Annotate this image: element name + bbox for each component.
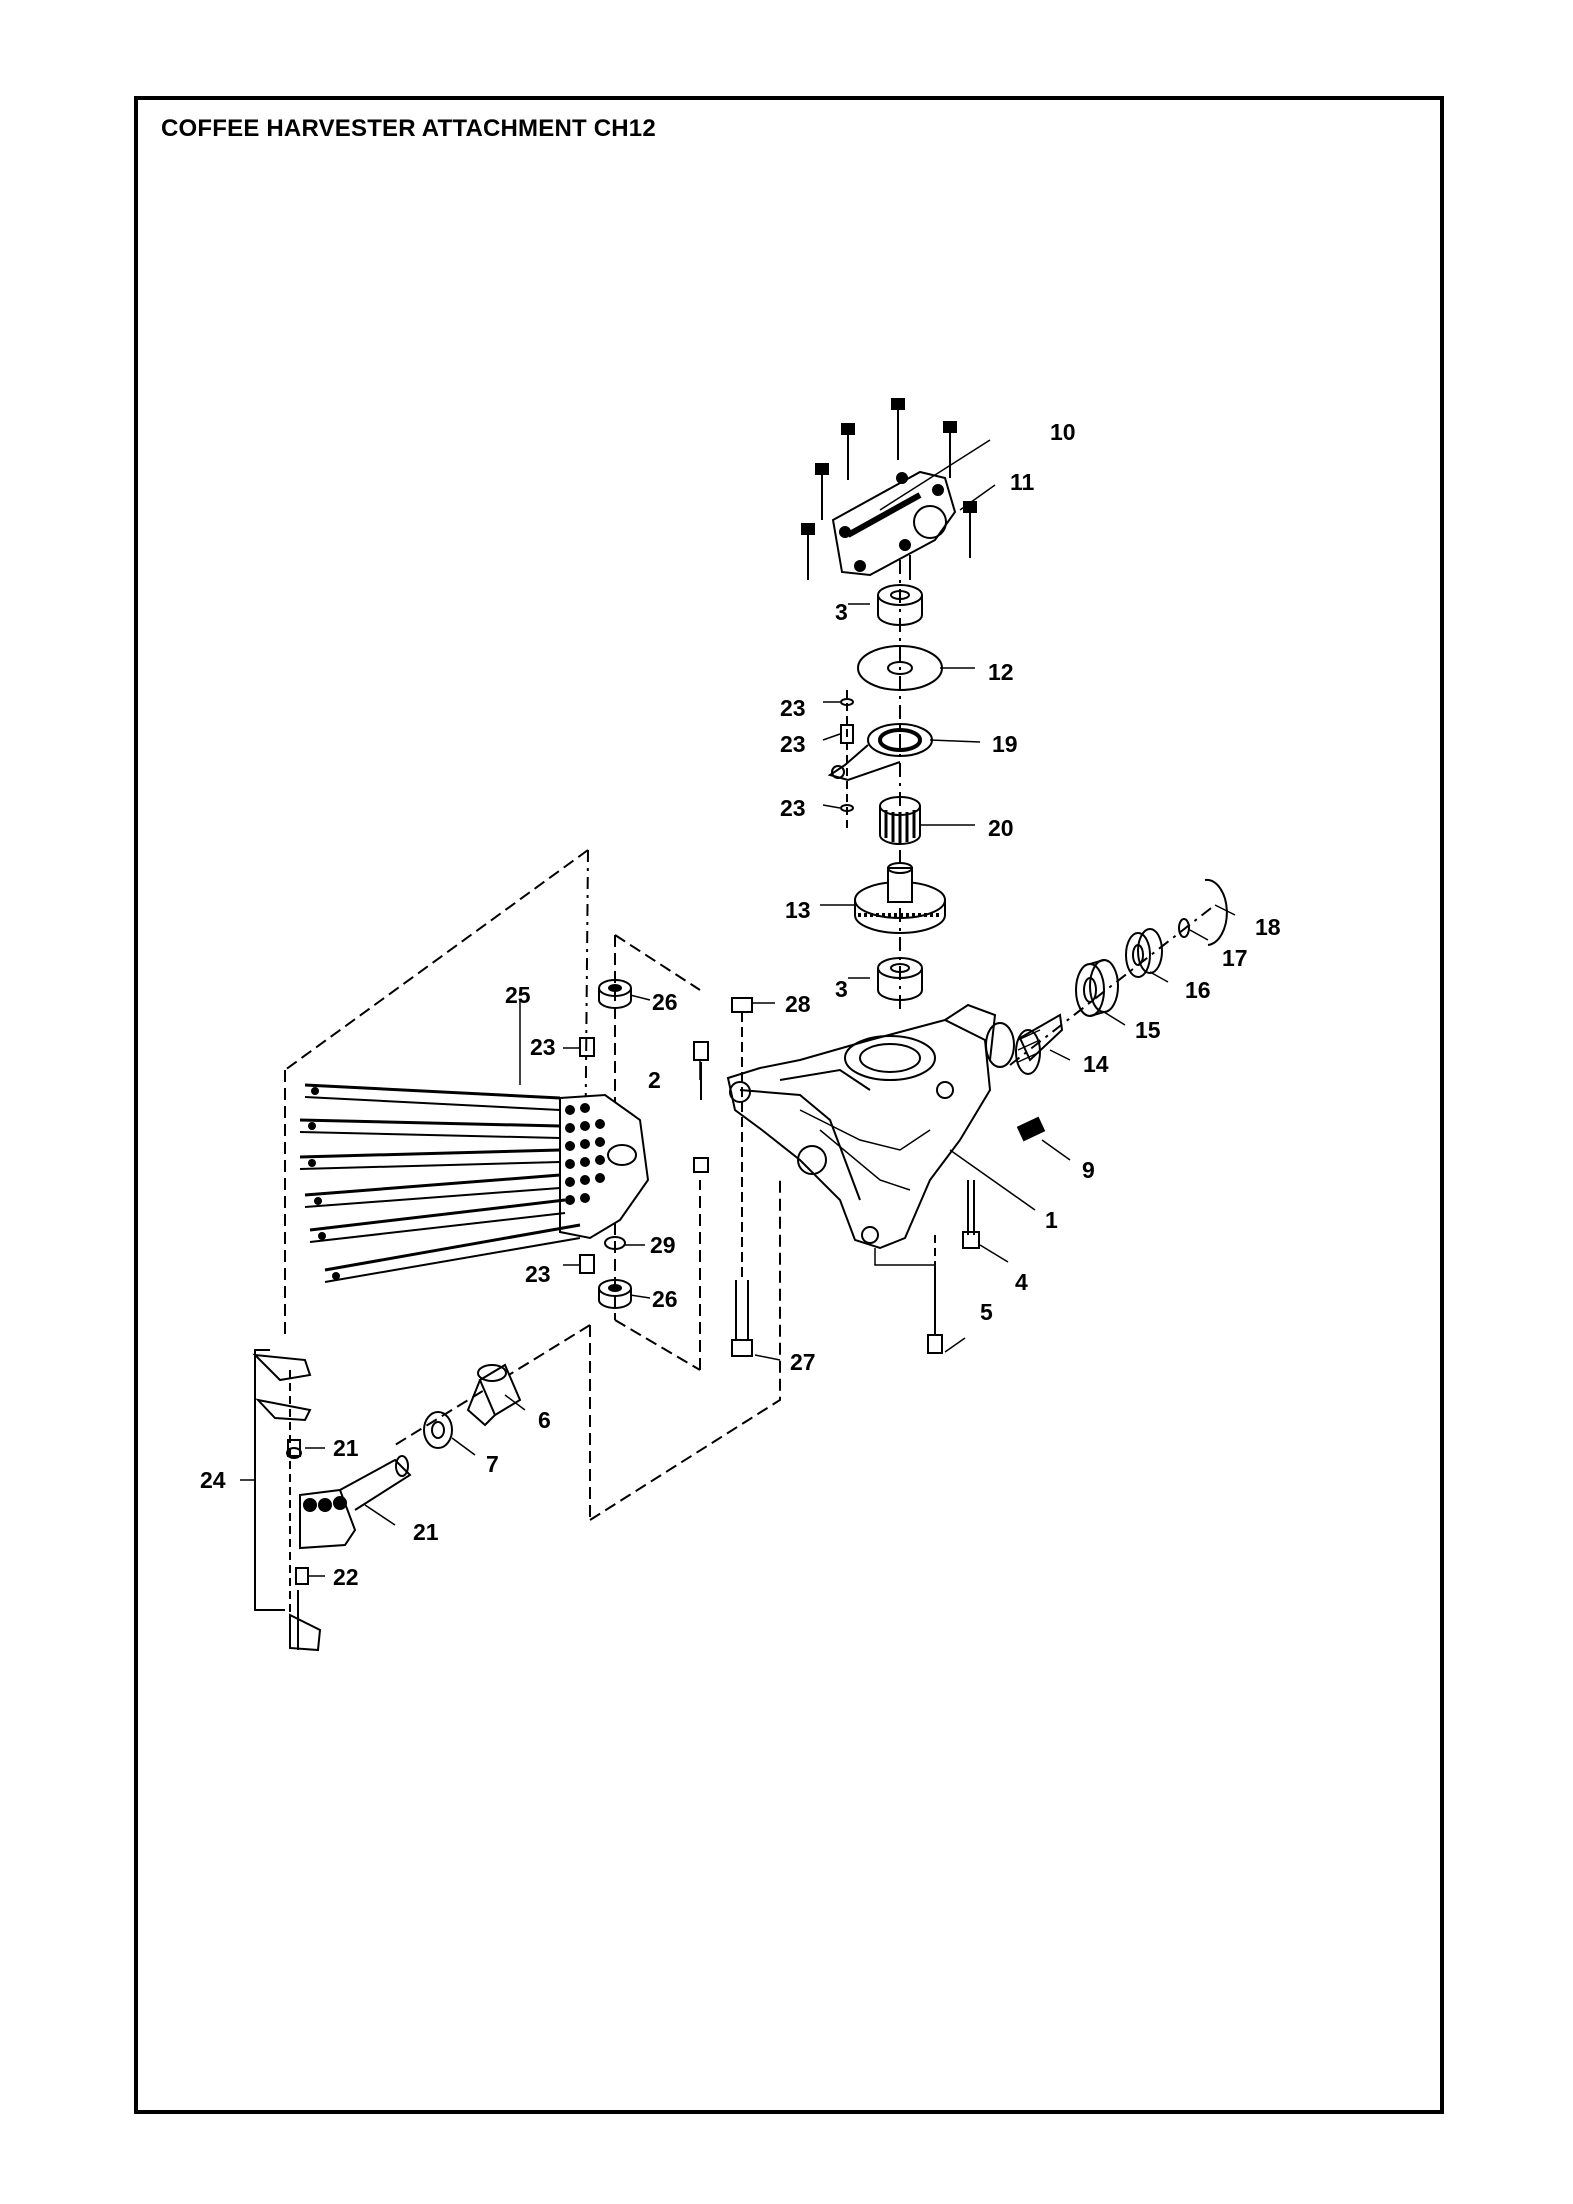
callout-label: 14 — [1083, 1051, 1109, 1077]
callout-label: 23 — [530, 1034, 556, 1060]
circlip-part — [1204, 878, 1228, 946]
callout-label: 17 — [1222, 945, 1248, 971]
diagram-frame — [134, 96, 1444, 2114]
pinion-part — [1015, 1013, 1064, 1075]
finger-comb-part — [299, 1083, 650, 1283]
leader-lines — [240, 439, 1236, 1577]
callout-label: 16 — [1185, 977, 1211, 1003]
callout-label: 23 — [780, 795, 806, 821]
needle-bearing-part — [879, 796, 921, 845]
callout-label: 9 — [1082, 1157, 1095, 1183]
callout-label: 26 — [652, 989, 678, 1015]
callout-label: 28 — [785, 991, 811, 1017]
washer-part — [423, 1411, 453, 1449]
callout-label: 23 — [525, 1261, 551, 1287]
callout-label: 18 — [1255, 914, 1281, 940]
callout-label: 3 — [835, 976, 848, 1002]
stud-part — [693, 1041, 709, 1173]
bushing-part — [579, 1037, 595, 1274]
washer-part — [604, 1236, 626, 1250]
bearing-part — [877, 957, 923, 1001]
callout-label: 23 — [780, 695, 806, 721]
callout-label: 22 — [333, 1564, 359, 1590]
crank-shaft-part — [299, 1455, 412, 1550]
rubber-mount-part — [598, 979, 632, 1309]
gear-cover-part — [831, 470, 957, 577]
bearing-part — [877, 584, 923, 626]
callout-label: 24 — [200, 1467, 226, 1493]
linkage-part — [252, 1353, 322, 1652]
callout-label: 5 — [980, 1299, 993, 1325]
screw-part — [962, 1180, 980, 1249]
callout-label: 2 — [648, 1067, 661, 1093]
callout-label: 7 — [486, 1451, 499, 1477]
callout-label: 25 — [505, 982, 531, 1008]
callout-label: 21 — [333, 1435, 359, 1461]
gear-part — [854, 862, 946, 934]
callout-label: 13 — [785, 897, 811, 923]
eccentric-bracket-part — [827, 690, 933, 830]
callout-label: 12 — [988, 659, 1014, 685]
screw-part — [1016, 1116, 1046, 1142]
callout-label: 6 — [538, 1407, 551, 1433]
screw-part — [927, 1235, 943, 1354]
callout-labels: 10 11 3 12 23 23 19 23 20 13 3 18 17 16 … — [200, 419, 1281, 1590]
callout-label: 23 — [780, 731, 806, 757]
callout-label: 11 — [1010, 469, 1035, 495]
gear-housing-part — [726, 1003, 1015, 1250]
cover-screws — [801, 398, 977, 580]
callout-label: 29 — [650, 1232, 676, 1258]
callout-label: 3 — [835, 599, 848, 625]
page-title: COFFEE HARVESTER ATTACHMENT CH12 — [161, 115, 656, 142]
callout-label: 27 — [790, 1349, 816, 1375]
callout-label: 4 — [1015, 1269, 1028, 1295]
callout-label: 19 — [992, 731, 1018, 757]
spacer-ring-part — [1178, 918, 1190, 938]
bolt-part — [731, 997, 753, 1357]
sleeve-part — [466, 1363, 522, 1427]
callout-label: 15 — [1135, 1017, 1161, 1043]
callout-label: 10 — [1050, 419, 1076, 445]
callout-label: 21 — [413, 1519, 439, 1545]
callout-label: 1 — [1045, 1207, 1058, 1233]
callout-label: 26 — [652, 1286, 678, 1312]
callout-label: 20 — [988, 815, 1014, 841]
